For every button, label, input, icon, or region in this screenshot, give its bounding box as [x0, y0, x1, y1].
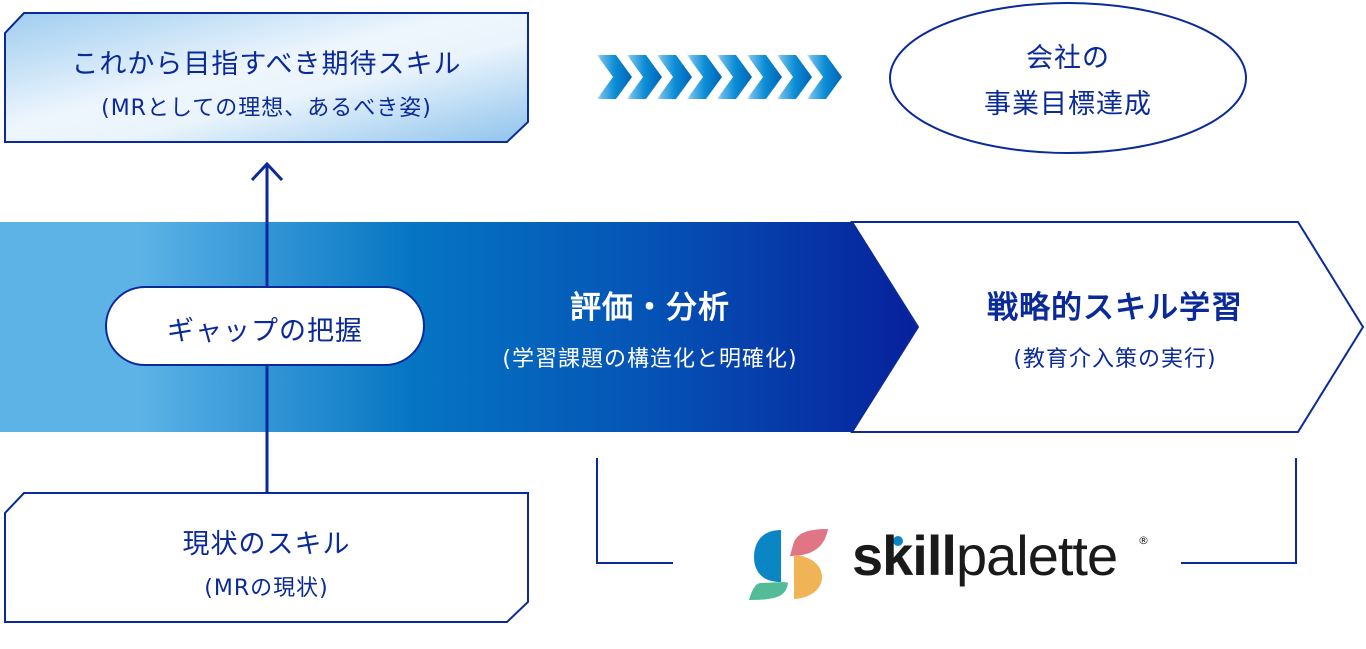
registered-mark: ®: [1138, 534, 1149, 547]
target-skill-box: [4, 12, 529, 143]
goal-line-2: 事業目標達成: [984, 89, 1152, 120]
goal-ellipse: [889, 2, 1247, 154]
current-skill-subtitle: (MRの現状): [204, 576, 329, 601]
learning-arrow-shape: [850, 221, 1365, 433]
learning-title: 戦略的スキル学習: [987, 290, 1243, 326]
skillpalette-wordmark: skillpalette: [852, 528, 1118, 584]
analysis-subtitle: (学習課題の構造化と明確化): [502, 347, 798, 372]
goal-line-1: 会社の: [1026, 43, 1110, 74]
analysis-title: 評価・分析: [570, 290, 730, 326]
gap-pill-shape: [105, 286, 425, 366]
gap-pill-label: ギャップの把握: [167, 316, 363, 347]
wordmark-bold: skill: [852, 524, 957, 587]
target-skill-subtitle: (MRとしての理想、あるべき姿): [101, 96, 432, 121]
wordmark-regular: palette: [955, 524, 1118, 587]
skillpalette-logo-mark: [749, 529, 828, 600]
current-skill-box: [4, 492, 529, 623]
learning-subtitle: (教育介入策の実行): [1013, 347, 1217, 372]
chevron-arrows-icon: [597, 55, 842, 99]
analysis-band: [0, 222, 918, 432]
logo-i-dot: [893, 536, 903, 546]
logo-bracket: [596, 458, 1297, 564]
current-skill-title: 現状のスキル: [182, 529, 351, 560]
target-skill-title: これから目指すべき期待スキル: [71, 49, 462, 80]
